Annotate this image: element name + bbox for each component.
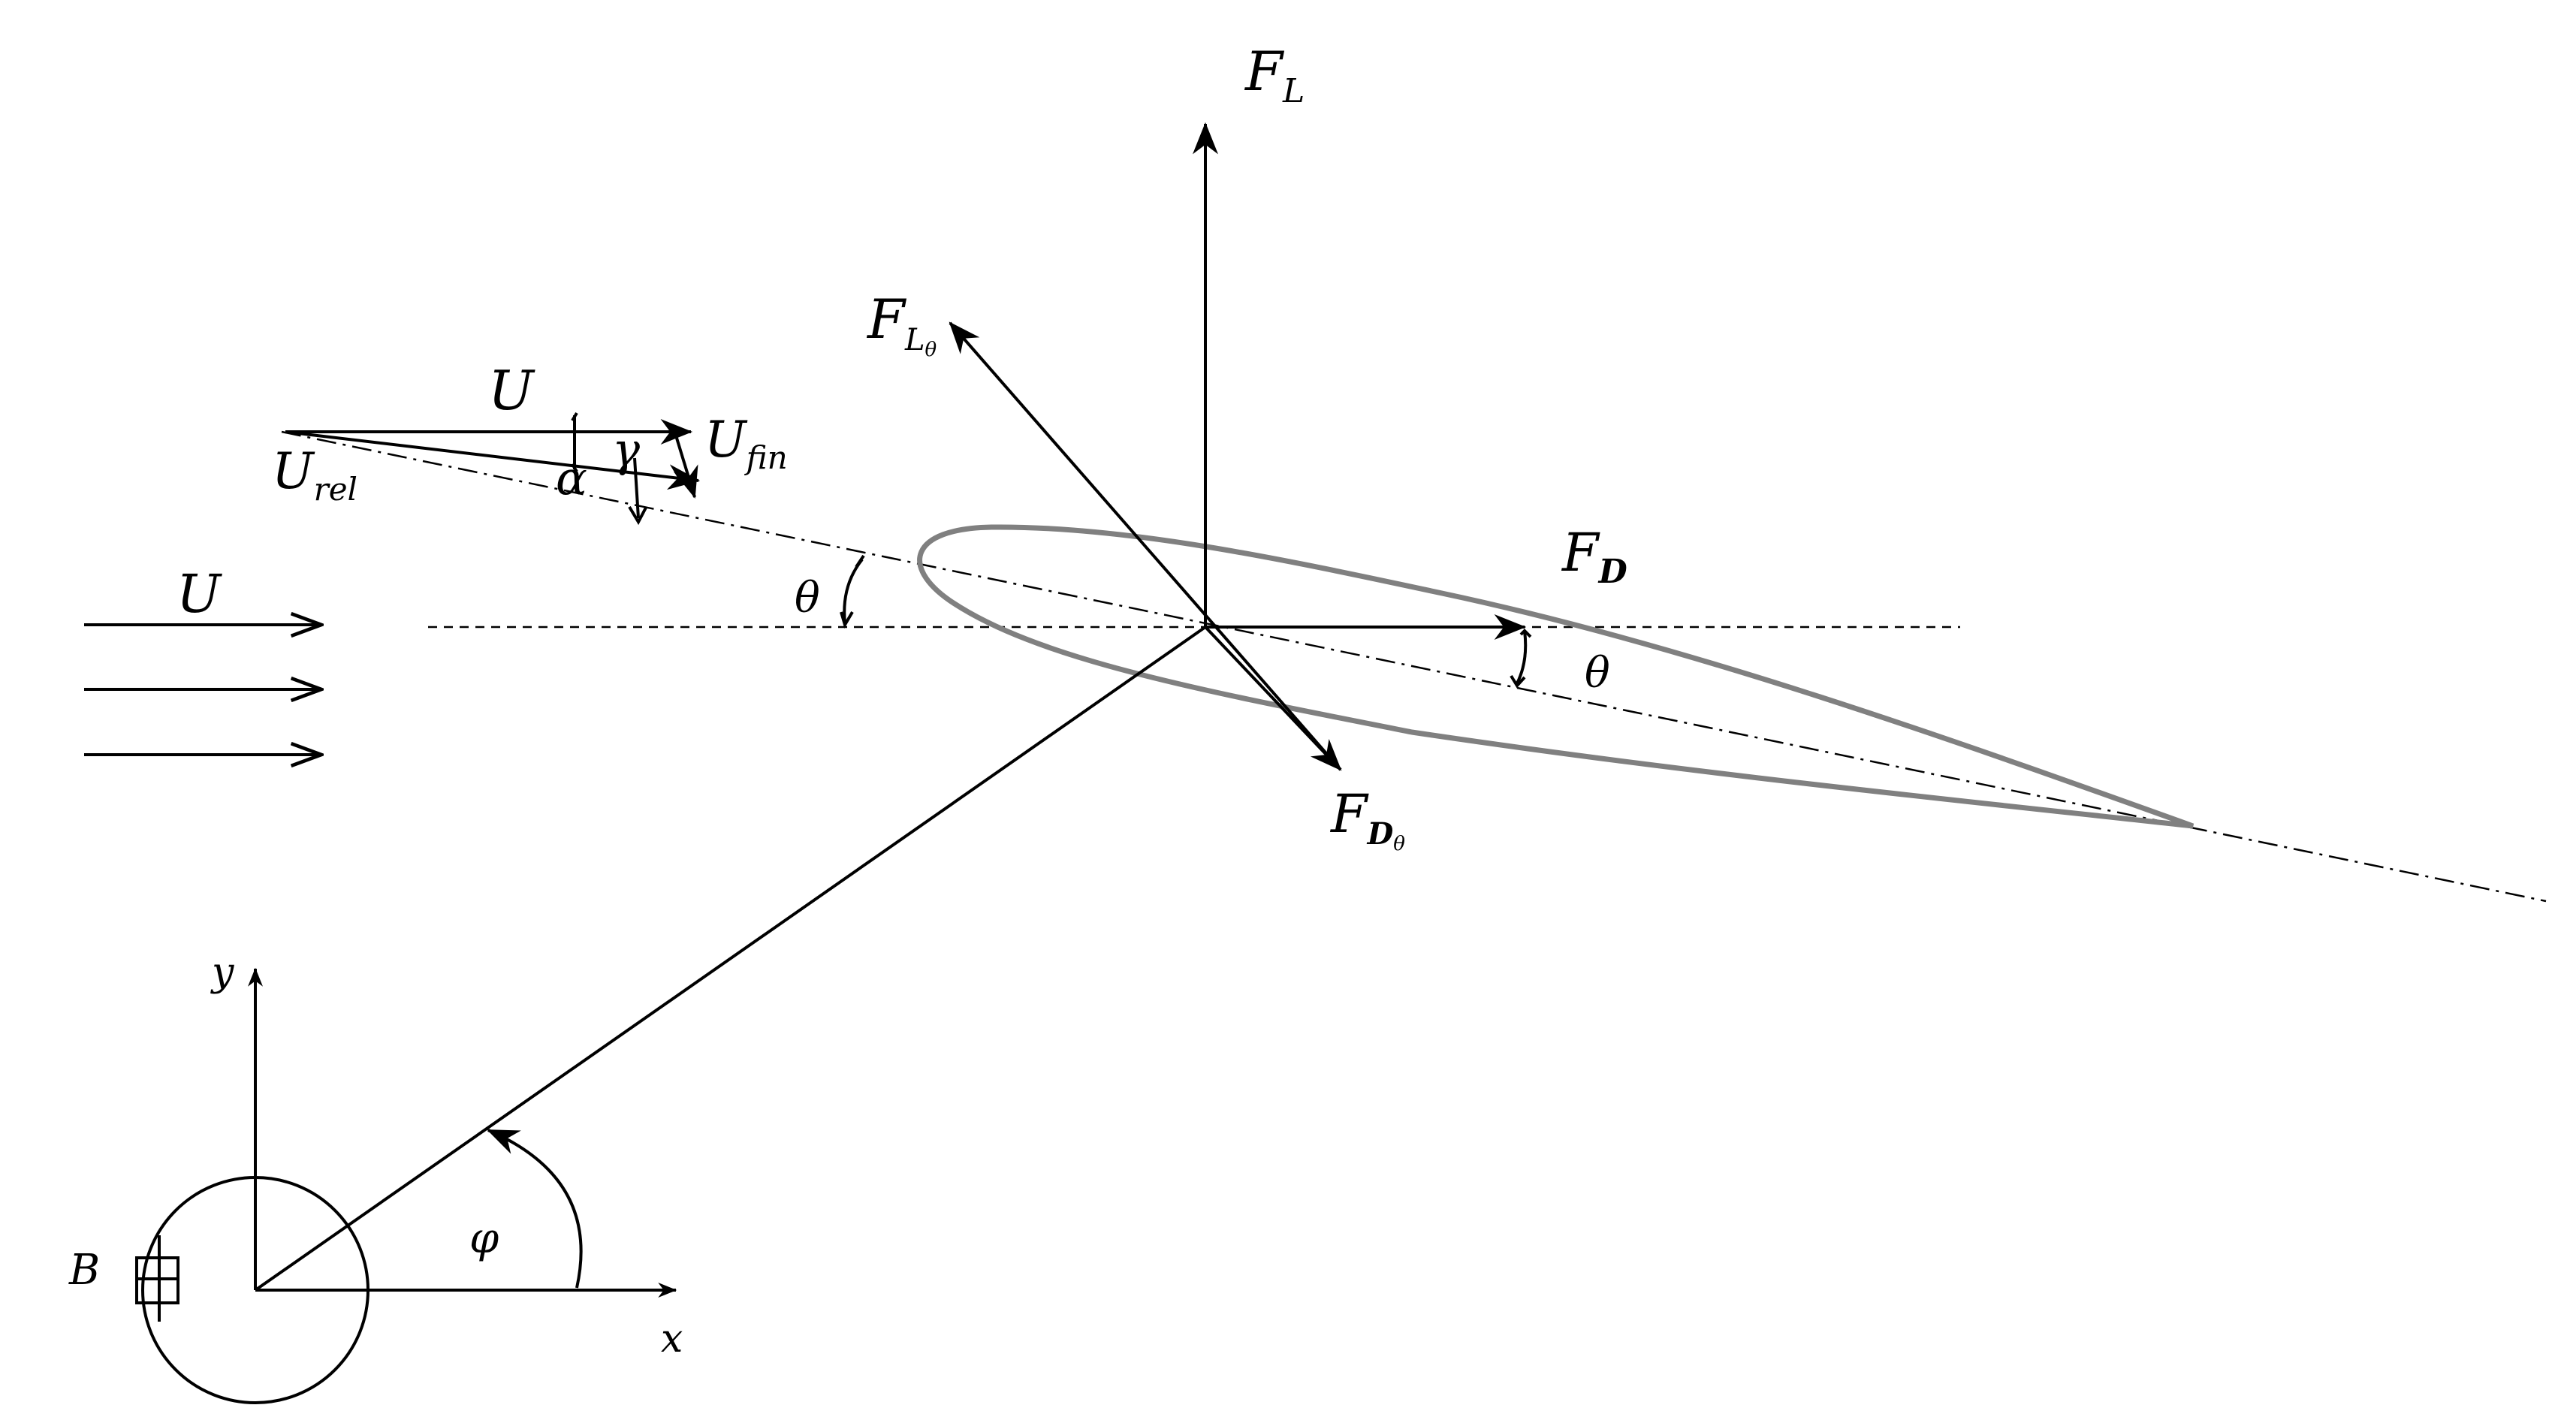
u-rel-main: U: [272, 442, 315, 500]
u-label: U: [488, 359, 535, 422]
theta-arc-right: [1516, 630, 1528, 684]
u-fin-main: U: [704, 411, 748, 469]
drag-main: F: [1561, 522, 1600, 583]
chord-line: [281, 430, 2547, 903]
u-fin-subscript: fin: [744, 439, 788, 476]
velocity-triangle: [285, 412, 701, 526]
lift-main: F: [1244, 40, 1285, 103]
drag-theta-arrow: [1204, 626, 1342, 771]
phi-label: φ: [469, 1214, 499, 1263]
lift-subscript: L: [1282, 72, 1305, 110]
drag-theta-label: FDθ: [1329, 783, 1405, 855]
lift-label: FL: [1244, 40, 1305, 110]
u-fin-vector: [673, 435, 698, 499]
gamma-marker: [633, 457, 640, 519]
drag-theta-subsubscript: θ: [1393, 833, 1405, 855]
force-vectors: [949, 122, 1527, 771]
theta-right-label: θ: [1585, 649, 1610, 698]
alpha-arrow-ticks: [571, 412, 578, 473]
lift-theta-subsubscript: θ: [925, 339, 937, 361]
u-rel-vector: [285, 430, 701, 490]
x-axis-label: x: [661, 1316, 683, 1361]
lift-theta-arrow: [949, 321, 1342, 771]
freestream-arrows: [84, 625, 321, 755]
theta-arc-right-heads: [1510, 629, 1532, 689]
point-b-label: B: [68, 1246, 100, 1295]
drag-subscript: D: [1597, 553, 1627, 591]
freestream-label: U: [176, 563, 222, 625]
phi-arc: [487, 1129, 583, 1289]
gamma-label: γ: [612, 422, 641, 477]
theta-arc-left-heads: [840, 554, 865, 629]
gamma-arrow-head: [628, 505, 647, 526]
lift-theta-label: FLθ: [866, 288, 937, 361]
theta-left-label: θ: [795, 574, 820, 623]
u-rel-label: Urel: [272, 442, 357, 508]
drag-theta-subscript: D: [1367, 816, 1394, 852]
airfoil: [917, 524, 2194, 829]
drag-label: FD: [1561, 522, 1627, 591]
u-rel-subscript: rel: [314, 471, 357, 508]
u-fin-label: Ufin: [704, 411, 788, 476]
point-b-symbol: [135, 1235, 179, 1322]
lift-theta-main: F: [866, 288, 907, 351]
drag-theta-main: F: [1329, 783, 1369, 845]
lift-theta-subscript: L: [904, 323, 925, 357]
theta-arc-left: [843, 558, 864, 624]
arm-line: [254, 626, 1207, 1292]
y-axis-label: y: [210, 950, 234, 995]
alpha-label: α: [556, 451, 587, 505]
